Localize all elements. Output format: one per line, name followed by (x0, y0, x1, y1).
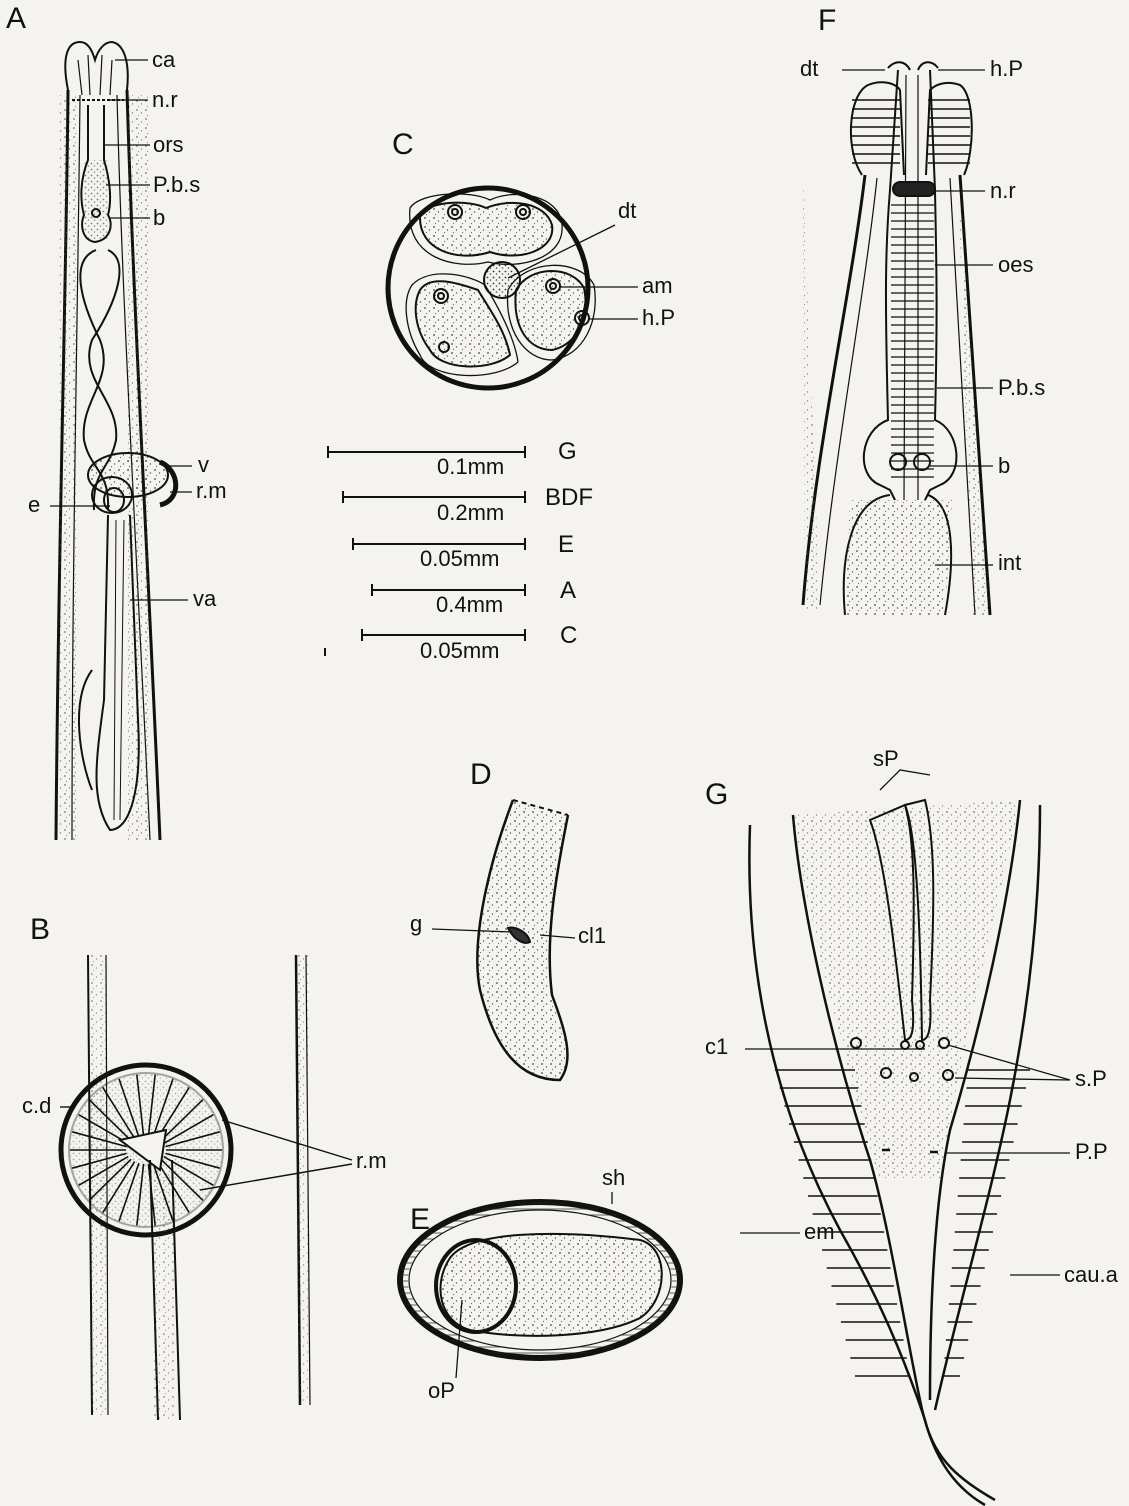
label-a-ors: ors (153, 134, 184, 156)
label-c-hp: h.P (642, 307, 675, 329)
panel-f-drawing (803, 62, 993, 615)
label-a-rm: r.m (196, 480, 227, 502)
label-a-b: b (153, 207, 165, 229)
scale-bar-g-key: G (558, 440, 577, 464)
panel-label-d: D (470, 760, 492, 790)
label-f-pbs: P.b.s (998, 377, 1045, 399)
label-a-e: e (28, 494, 40, 516)
panel-label-f: F (818, 6, 836, 36)
scale-bar-g-value: 0.1mm (437, 456, 504, 478)
scale-bar-e-key: E (558, 533, 574, 557)
label-g-c1: c1 (705, 1036, 728, 1058)
scale-bar-bdf-key: BDF (545, 486, 593, 510)
panel-g-drawing (745, 770, 1070, 1505)
panel-d-drawing (432, 800, 575, 1080)
scale-bar-bdf-value: 0.2mm (437, 502, 504, 524)
panel-label-g: G (705, 780, 728, 810)
label-f-nr: n.r (990, 180, 1016, 202)
scale-bar-a-value: 0.4mm (436, 594, 503, 616)
label-d-g: g (410, 913, 422, 935)
label-g-caua: cau.a (1064, 1264, 1118, 1286)
label-a-nr: n.r (152, 89, 178, 111)
label-e-op: oP (428, 1380, 455, 1402)
panel-label-c: C (392, 130, 414, 160)
scale-bar-e-value: 0.05mm (420, 548, 499, 570)
label-f-int: int (998, 552, 1021, 574)
label-g-pp: P.P (1075, 1141, 1108, 1163)
label-f-oes: oes (998, 254, 1033, 276)
label-a-ca: ca (152, 49, 175, 71)
label-a-va: va (193, 588, 216, 610)
panel-c-drawing (388, 188, 638, 388)
scale-bar-c-value: 0.05mm (420, 640, 499, 662)
label-c-am: am (642, 275, 673, 297)
label-f-dt: dt (800, 58, 818, 80)
panel-a-drawing (56, 42, 176, 840)
panel-b-drawing (60, 955, 352, 1420)
label-e-sh: sh (602, 1167, 625, 1189)
panel-label-b: B (30, 915, 50, 945)
label-g-sp-side: s.P (1075, 1068, 1107, 1090)
scale-bar-c-key: C (560, 624, 577, 648)
label-e-em: em (804, 1221, 835, 1243)
label-f-b: b (998, 455, 1010, 477)
label-c-dt: dt (618, 200, 636, 222)
label-b-rm: r.m (356, 1150, 387, 1172)
label-g-sp-top: sP (873, 748, 899, 770)
label-b-cd: c.d (22, 1095, 51, 1117)
panel-e-drawing (400, 1192, 800, 1378)
panel-label-a: A (6, 4, 26, 34)
panel-label-e: E (410, 1205, 430, 1235)
label-a-v: v (198, 454, 209, 476)
label-f-hp: h.P (990, 58, 1023, 80)
label-d-cl1: cl1 (578, 925, 606, 947)
label-a-pbs: P.b.s (153, 174, 200, 196)
scale-bar-a-key: A (560, 579, 576, 603)
